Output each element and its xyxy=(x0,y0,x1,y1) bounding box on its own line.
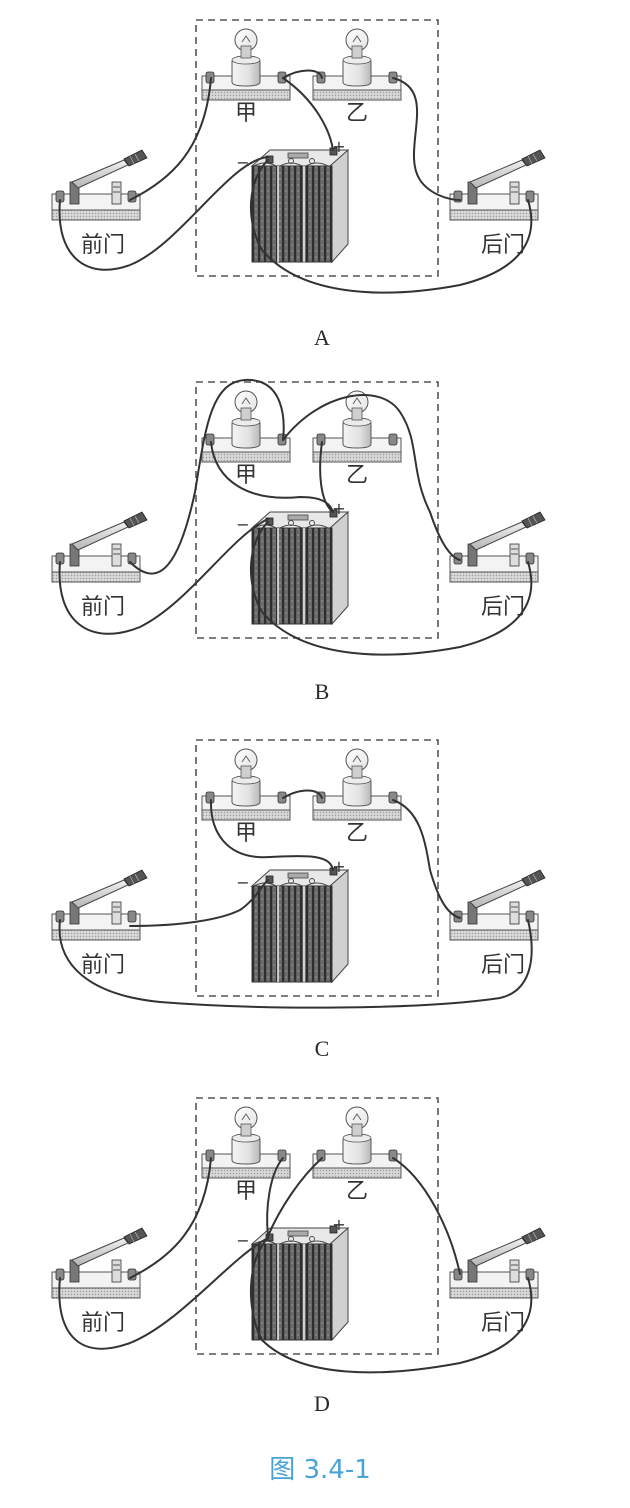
wire xyxy=(58,518,269,635)
panel-label: B xyxy=(315,679,330,704)
wire xyxy=(282,789,323,799)
label-switch-front: 前门 xyxy=(81,233,125,258)
switch-front-door xyxy=(51,869,148,941)
battery-negative-label: − xyxy=(236,515,249,534)
wire xyxy=(392,799,461,919)
panel-label: A xyxy=(314,325,330,350)
label-bulb-jia: 甲 xyxy=(235,1179,257,1204)
wire xyxy=(282,394,461,561)
battery-positive-label: + xyxy=(332,137,345,156)
bulb-yi xyxy=(312,1106,402,1179)
panel-c: 甲 乙 前门 后门 − + C xyxy=(51,739,546,1061)
wire xyxy=(249,159,533,294)
label-bulb-yi: 乙 xyxy=(346,463,368,488)
panel-label: C xyxy=(315,1036,330,1061)
label-switch-back: 后门 xyxy=(481,1311,525,1336)
label-switch-front: 前门 xyxy=(81,595,125,620)
wire xyxy=(319,441,334,513)
wire xyxy=(282,69,323,79)
bulb-yi xyxy=(312,748,402,821)
wire xyxy=(58,919,533,1009)
wire xyxy=(249,1237,533,1374)
wire xyxy=(249,521,533,656)
panel-a: 甲 乙 前门 后门 − + A xyxy=(51,19,546,350)
dashed-enclosure xyxy=(195,1097,439,1355)
wire xyxy=(58,156,269,271)
switch-front-door xyxy=(51,149,148,221)
battery-positive-label: + xyxy=(332,857,345,876)
bulb-jia xyxy=(201,28,291,101)
wire xyxy=(392,77,461,201)
panel-label: D xyxy=(314,1391,330,1416)
bulb-jia xyxy=(201,748,291,821)
wires xyxy=(58,1157,533,1374)
battery-negative-label: − xyxy=(236,1231,249,1250)
battery xyxy=(251,147,349,263)
wire xyxy=(129,879,269,927)
dashed-enclosure xyxy=(195,19,439,277)
wire xyxy=(392,1157,461,1275)
battery-negative-label: − xyxy=(236,873,249,892)
wire xyxy=(267,1157,323,1237)
battery-positive-label: + xyxy=(332,499,345,518)
wire xyxy=(266,1157,284,1237)
bulb-yi xyxy=(312,28,402,101)
battery xyxy=(251,867,349,983)
label-switch-back: 后门 xyxy=(481,595,525,620)
dashed-enclosure xyxy=(195,381,439,639)
wires xyxy=(58,69,533,294)
wires xyxy=(58,789,533,1009)
label-switch-back: 后门 xyxy=(481,953,525,978)
label-bulb-jia: 甲 xyxy=(235,463,257,488)
wire xyxy=(129,378,285,575)
label-switch-front: 前门 xyxy=(81,953,125,978)
figure-caption: 图 3.4-1 xyxy=(269,1455,371,1485)
label-bulb-yi: 乙 xyxy=(346,101,368,126)
label-bulb-jia: 甲 xyxy=(235,821,257,846)
label-switch-front: 前门 xyxy=(81,1311,125,1336)
label-bulb-jia: 甲 xyxy=(235,101,257,126)
label-bulb-yi: 乙 xyxy=(346,1179,368,1204)
label-bulb-yi: 乙 xyxy=(346,821,368,846)
dashed-enclosure xyxy=(195,739,439,997)
wire xyxy=(209,799,334,871)
wires xyxy=(58,378,533,656)
battery-negative-label: − xyxy=(236,153,249,172)
battery xyxy=(251,509,349,625)
switch-front-door xyxy=(51,511,148,583)
wire xyxy=(129,77,212,201)
switch-front-door xyxy=(51,1227,148,1299)
panel-b: 甲 乙 前门 后门 − + B xyxy=(51,378,546,704)
wire xyxy=(58,1237,269,1350)
wire xyxy=(129,1157,212,1279)
battery-positive-label: + xyxy=(332,1215,345,1234)
battery xyxy=(251,1225,349,1341)
wire xyxy=(282,77,334,151)
label-switch-back: 后门 xyxy=(481,233,525,258)
panel-d: 甲 乙 前门 后门 − + D xyxy=(51,1097,546,1416)
